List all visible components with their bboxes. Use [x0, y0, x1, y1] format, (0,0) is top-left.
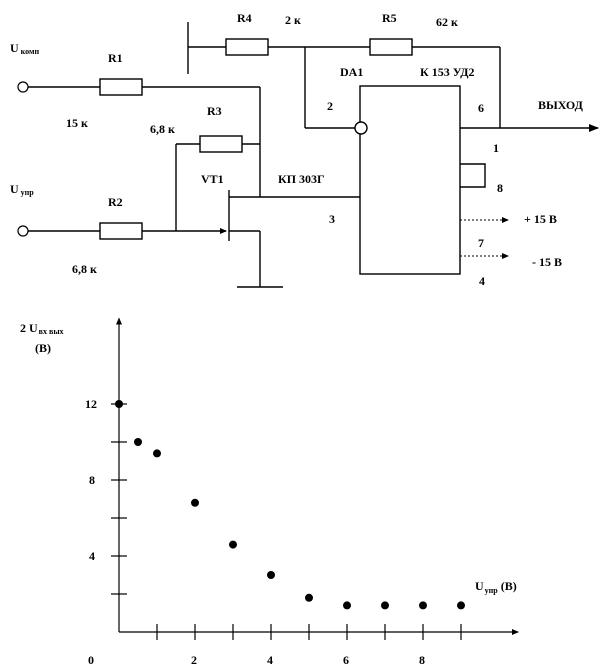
- pin2-label: 2: [327, 99, 333, 113]
- resistor-r1: [99, 78, 143, 96]
- data-point: [153, 449, 161, 458]
- x-tick-label: 6: [343, 653, 349, 667]
- data-point: [457, 601, 465, 610]
- r3-label: R3: [207, 104, 222, 118]
- r1-label: R1: [108, 51, 123, 65]
- x-tick-label: 2: [191, 653, 197, 667]
- resistor-r3: [199, 135, 243, 153]
- data-point: [419, 601, 427, 610]
- pin6-label: 6: [478, 101, 484, 115]
- y-axis-unit: (В): [35, 341, 51, 355]
- da1-type: К 153 УД2: [420, 65, 475, 79]
- plus15-label: + 15 В: [524, 212, 557, 226]
- output-label: ВЫХОД: [538, 98, 584, 112]
- r3-value: 6,8 к: [150, 122, 175, 136]
- resistor-r5: [369, 38, 413, 56]
- data-point: [115, 400, 123, 408]
- x-tick-label: 8: [419, 653, 425, 667]
- y-tick-label: 4: [89, 549, 95, 563]
- y-tick-label: 8: [89, 473, 95, 487]
- r5-label: R5: [382, 11, 397, 25]
- y-axis-label: 2 Uвх вых: [20, 321, 64, 336]
- pin7-label: 7: [478, 236, 484, 250]
- input-ucomp-terminal: [17, 81, 29, 93]
- r5-value: 62 к: [436, 15, 458, 29]
- y-tick-label: 12: [85, 397, 97, 411]
- vt1-label: VT1: [201, 172, 224, 186]
- resistor-r2: [99, 222, 143, 240]
- resistor-r4: [225, 38, 269, 56]
- r4-label: R4: [237, 11, 252, 25]
- x-tick-label: 4: [267, 653, 273, 667]
- data-point: [381, 601, 389, 610]
- data-point: [343, 601, 351, 610]
- data-point: [191, 498, 199, 507]
- data-point: [267, 571, 275, 579]
- opamp-da1: [359, 85, 461, 275]
- pin3-label: 3: [329, 212, 335, 226]
- data-point: [134, 438, 142, 446]
- wire-pin1-pin8: [460, 163, 486, 188]
- x-axis-label: Uупр (В): [475, 579, 517, 595]
- r4-value: 2 к: [285, 13, 301, 27]
- origin-label: 0: [88, 653, 94, 667]
- minus15-label: - 15 В: [532, 255, 562, 269]
- vt1-type: КП 303Г: [278, 172, 325, 186]
- r1-value: 15 к: [66, 116, 88, 130]
- pin4-label: 4: [479, 274, 485, 288]
- da1-label: DA1: [340, 65, 363, 79]
- inverting-input-circle: [354, 121, 368, 135]
- pin1-label: 1: [493, 141, 499, 155]
- input-uupr-terminal: [17, 225, 29, 237]
- r2-label: R2: [108, 195, 123, 209]
- data-point: [229, 540, 237, 549]
- r2-value: 6,8 к: [72, 262, 97, 276]
- chart: 2 4 6 8 4 8 12 0 2 Uвх вых (В) Uупр (В): [20, 317, 519, 667]
- data-point: [305, 593, 313, 602]
- pin8-label: 8: [497, 181, 503, 195]
